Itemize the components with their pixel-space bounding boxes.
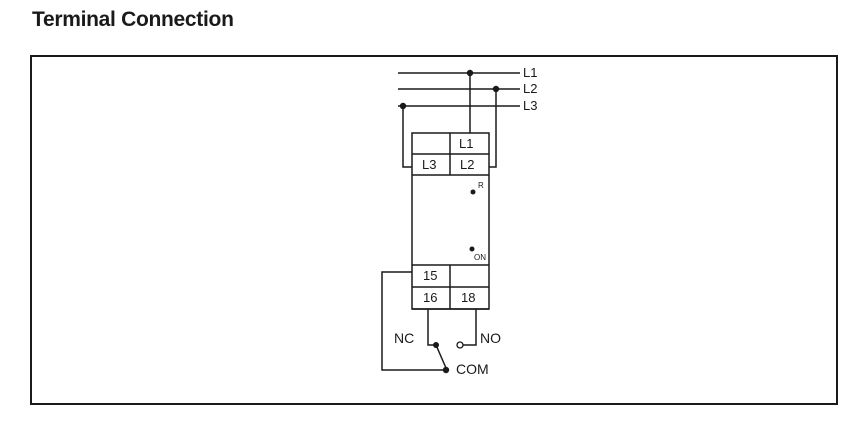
- contact-nc-dot: [433, 342, 439, 348]
- terminal-l2: L2: [460, 157, 474, 172]
- label-l2: L2: [523, 81, 537, 96]
- label-l1: L1: [523, 65, 537, 80]
- terminal-16: 16: [423, 290, 437, 305]
- contact-com-dot: [442, 366, 450, 374]
- terminal-l1: L1: [459, 136, 473, 151]
- wire-l2-drop: [489, 89, 497, 168]
- junction-dot: [492, 85, 500, 93]
- wire-16-nc: [427, 309, 436, 346]
- terminal-15: 15: [423, 268, 437, 283]
- label-l3: L3: [523, 98, 537, 113]
- diagram-frame: [30, 55, 838, 405]
- contact-no-label: NO: [480, 330, 501, 346]
- contact-com-label: COM: [456, 361, 489, 377]
- terminal-18: 18: [461, 290, 475, 305]
- wire-18-no: [463, 309, 477, 346]
- junction-dot: [399, 102, 407, 110]
- switch-lever: [435, 344, 447, 369]
- indicator-led-on: [469, 246, 475, 252]
- wire-15-com: [381, 271, 446, 371]
- junction-dot: [466, 69, 474, 77]
- contact-nc-label: NC: [394, 330, 414, 346]
- wire-l3-drop: [402, 106, 412, 168]
- page-title: Terminal Connection: [32, 8, 234, 31]
- indicator-led-r: [470, 189, 476, 195]
- terminal-l3: L3: [422, 157, 436, 172]
- indicator-on-label: ON: [474, 253, 486, 262]
- indicator-r-label: R: [478, 181, 484, 190]
- contact-no-open: [456, 341, 464, 349]
